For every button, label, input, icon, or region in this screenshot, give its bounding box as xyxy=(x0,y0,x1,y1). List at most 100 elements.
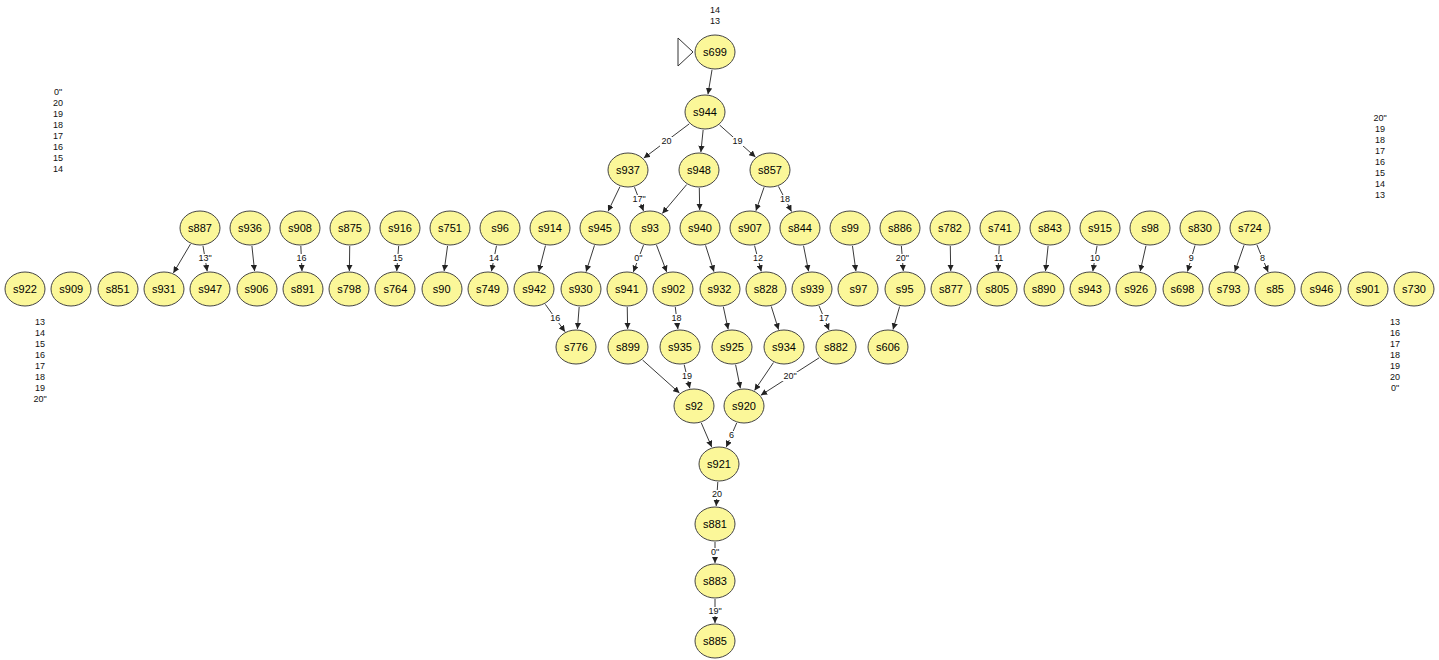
state-name: s97 xyxy=(850,284,868,295)
loop-label: 16 xyxy=(1390,329,1400,338)
state-ellipse-shape xyxy=(977,272,1017,306)
state-ellipse-shape xyxy=(830,211,870,245)
state-name: s915 xyxy=(1088,223,1112,234)
state-ellipse-shape xyxy=(5,272,45,306)
state-name: s899 xyxy=(616,342,640,353)
state-ellipse-shape xyxy=(468,272,508,306)
state-ellipse-shape xyxy=(98,272,138,306)
state-name: s945 xyxy=(588,223,612,234)
loop-label: 20 xyxy=(1390,373,1400,382)
state-name: s891 xyxy=(291,284,315,295)
transition-edge xyxy=(1188,245,1195,271)
loop-label: 18 xyxy=(1390,351,1400,360)
state-node: s948 xyxy=(678,152,720,188)
transition-label: 13" xyxy=(197,254,212,263)
loop-label: 18 xyxy=(35,373,45,382)
state-node: s886 xyxy=(879,210,921,246)
state-ellipse-shape xyxy=(816,330,856,364)
transition-edge xyxy=(771,306,778,329)
state-node: s805 xyxy=(976,271,1018,307)
state-name: s931 xyxy=(152,284,176,295)
state-node: s944 xyxy=(684,94,726,130)
state-name: s885 xyxy=(703,636,727,647)
state-node: s920 xyxy=(723,388,765,424)
state-ellipse-shape xyxy=(674,389,714,423)
transition-edge xyxy=(699,188,700,210)
state-name: s890 xyxy=(1032,284,1056,295)
state-name: s937 xyxy=(616,165,640,176)
state-name: s936 xyxy=(238,223,262,234)
state-node: s935 xyxy=(659,329,701,365)
transition-label: 18 xyxy=(671,314,683,323)
state-name: s843 xyxy=(1038,223,1062,234)
state-ellipse-shape xyxy=(630,211,670,245)
transition-label: 19 xyxy=(731,137,743,146)
state-name: s922 xyxy=(13,284,37,295)
state-node: s914 xyxy=(529,210,571,246)
state-name: s947 xyxy=(198,284,222,295)
transition-edge xyxy=(723,307,728,330)
state-node: s934 xyxy=(763,329,805,365)
state-name: s749 xyxy=(476,284,500,295)
state-name: s944 xyxy=(693,107,717,118)
state-name: s99 xyxy=(841,223,859,234)
state-ellipse-shape xyxy=(1301,272,1341,306)
state-node: s885 xyxy=(694,623,736,659)
loop-label: 15 xyxy=(53,154,63,163)
state-name: s883 xyxy=(703,576,727,587)
state-ellipse-shape xyxy=(607,272,647,306)
state-node: s857 xyxy=(749,152,791,188)
state-ellipse-shape xyxy=(764,330,804,364)
loop-label: 16 xyxy=(1375,158,1385,167)
state-node: s741 xyxy=(979,210,1021,246)
state-name: s920 xyxy=(732,401,756,412)
transition-edge xyxy=(539,246,546,272)
state-name: s85 xyxy=(1266,284,1284,295)
state-node: s782 xyxy=(929,210,971,246)
state-ellipse-shape xyxy=(1348,272,1388,306)
transition-label: 20" xyxy=(895,254,910,263)
transition-label: 11 xyxy=(993,254,1004,263)
state-name: s934 xyxy=(772,342,796,353)
loop-label: 15 xyxy=(35,340,45,349)
state-name: s942 xyxy=(522,284,546,295)
state-name: s906 xyxy=(245,284,269,295)
loop-label: 17 xyxy=(53,132,63,141)
state-name: s887 xyxy=(188,223,212,234)
state-node: s877 xyxy=(930,271,972,307)
state-name: s724 xyxy=(1238,223,1262,234)
state-ellipse-shape xyxy=(1030,211,1070,245)
transition-edge xyxy=(657,245,667,272)
state-node: s902 xyxy=(652,271,694,307)
state-name: s875 xyxy=(338,223,362,234)
transition-label: 12 xyxy=(752,254,764,263)
state-node: s937 xyxy=(607,152,649,188)
state-ellipse-shape xyxy=(380,211,420,245)
state-node: s891 xyxy=(282,271,324,307)
state-name: s830 xyxy=(1188,223,1212,234)
state-node: s925 xyxy=(711,329,753,365)
state-node: s730 xyxy=(1393,271,1435,307)
state-name: s908 xyxy=(288,223,312,234)
transition-label: 16 xyxy=(295,254,307,263)
state-name: s606 xyxy=(876,342,900,353)
loop-label: 19 xyxy=(1375,125,1385,134)
loop-label: 18 xyxy=(53,121,63,130)
state-name: s828 xyxy=(754,284,778,295)
state-node: s764 xyxy=(374,271,416,307)
transition-label: 9 xyxy=(1188,254,1195,263)
state-node: s97 xyxy=(837,271,879,307)
transition-label: 20 xyxy=(711,490,723,499)
state-node: s724 xyxy=(1229,210,1271,246)
state-node: s85 xyxy=(1254,271,1296,307)
loop-label: 0" xyxy=(54,88,62,97)
state-name: s907 xyxy=(738,223,762,234)
state-name: s699 xyxy=(703,47,727,58)
state-ellipse-shape xyxy=(1180,211,1220,245)
loop-label: 13 xyxy=(35,318,45,327)
state-node: s932 xyxy=(699,271,741,307)
state-node: s941 xyxy=(606,271,648,307)
start-marker xyxy=(678,38,693,66)
